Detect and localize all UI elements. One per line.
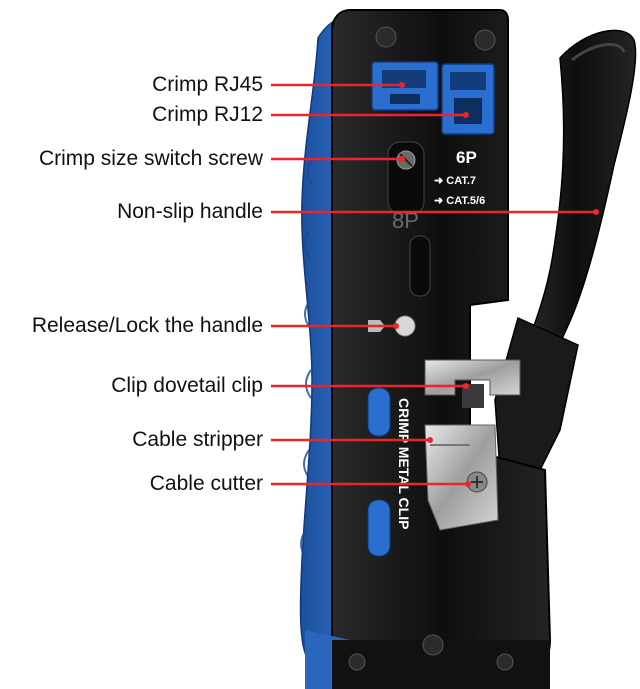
rj12-crimp-die — [441, 63, 495, 135]
vertical-crimp-text: CRIMP METAL CLIP — [396, 398, 412, 529]
label-size-switch-screw: Crimp size switch screw — [38, 147, 263, 170]
callout-dots — [393, 82, 599, 487]
right-handle — [519, 29, 637, 422]
label-cable-stripper: Cable stripper — [132, 428, 263, 451]
label-crimp-rj45: Crimp RJ45 — [152, 73, 263, 96]
mark-6p: 6P — [456, 148, 477, 167]
mark-cat56: ➜ CAT.5/6 — [434, 195, 485, 207]
cable-stripper-cutter-blade — [424, 424, 499, 531]
label-crimp-rj12: Crimp RJ12 — [152, 103, 263, 126]
label-dovetail-clip: Clip dovetail clip — [111, 374, 263, 397]
mark-cat7: ➜ CAT.7 — [434, 175, 476, 187]
screw-icon — [348, 26, 514, 671]
rj45-crimp-die — [371, 61, 439, 111]
label-non-slip-handle: Non-slip handle — [117, 200, 263, 223]
callout-lines — [271, 83, 596, 486]
label-cable-cutter: Cable cutter — [149, 472, 263, 495]
label-release-lock-handle: Release/Lock the handle — [31, 314, 263, 337]
